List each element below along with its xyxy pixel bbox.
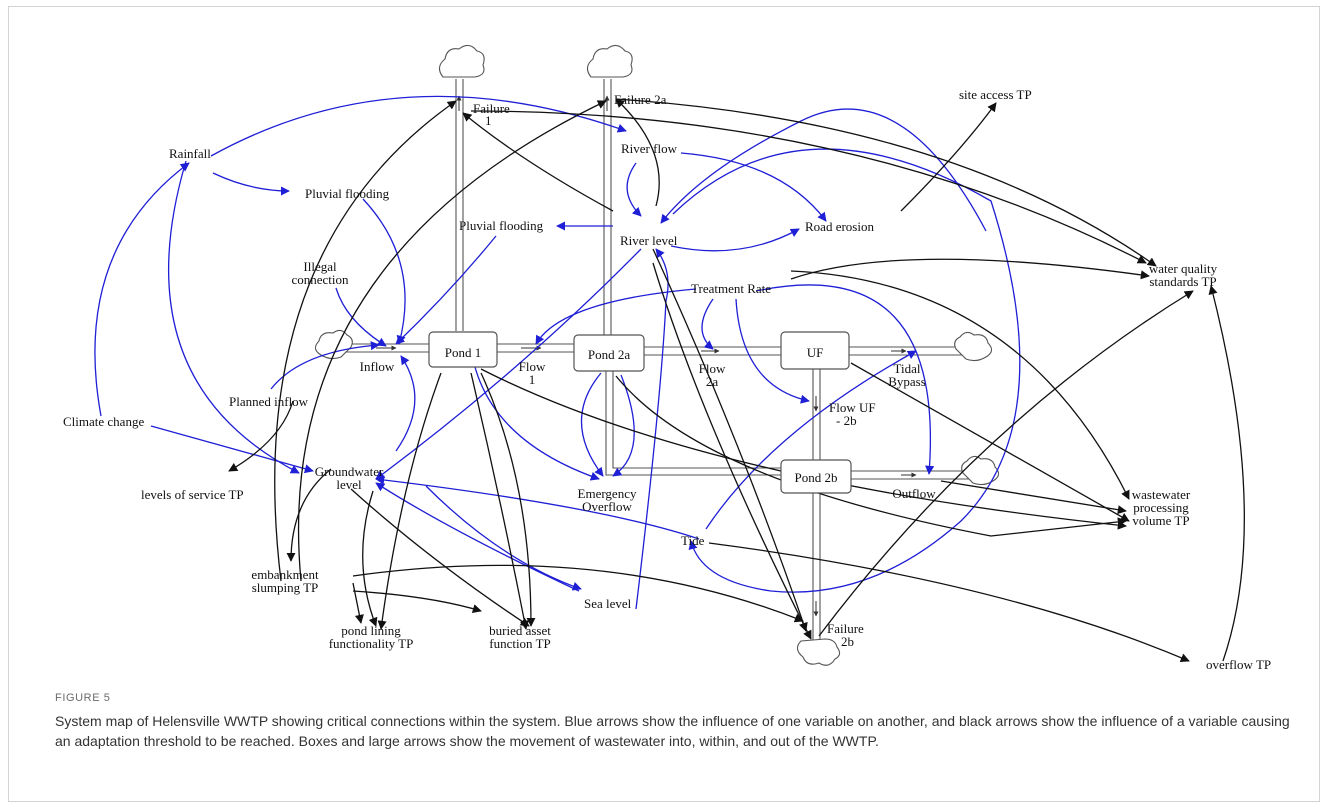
label-pluvial-flooding-1: Pluvial flooding	[305, 186, 390, 201]
label-planned-inflow: Planned inflow	[229, 394, 309, 409]
label-illegal-a: Illegal	[303, 259, 337, 274]
label-river-flow: River flow	[621, 141, 678, 156]
cloud-failure2b	[796, 638, 841, 666]
label-pond2a: Pond 2a	[588, 347, 630, 362]
cloud-tidal	[954, 331, 993, 362]
label-failure1-b: 1	[485, 113, 492, 128]
cloud-failure2a	[586, 44, 633, 78]
label-failure2b-b: 2b	[841, 634, 854, 649]
label-pond2b: Pond 2b	[795, 470, 838, 485]
figure-label: FIGURE 5	[55, 692, 111, 704]
cloud-failure1	[438, 44, 485, 78]
label-wq-b: standards TP	[1149, 274, 1216, 289]
label-emergency-b: Overflow	[582, 499, 632, 514]
label-outflow: Outflow	[892, 486, 936, 501]
label-ww-c: volume TP	[1132, 513, 1189, 528]
influence-arrows	[94, 95, 1021, 610]
label-flow1-a: Flow	[519, 359, 546, 374]
label-tidal-b: Bypass	[888, 374, 926, 389]
threshold-arrows	[228, 98, 1245, 662]
label-inflow: Inflow	[360, 359, 395, 374]
label-failure1-a: Failure	[473, 101, 510, 116]
label-pond-lining-b: functionality TP	[329, 636, 414, 651]
figure-caption: System map of Helensville WWTP showing c…	[55, 713, 1290, 749]
label-levels-of-service-tp: levels of service TP	[141, 487, 244, 502]
cloud-sources-sinks	[314, 44, 1000, 666]
label-pluvial-flooding-2: Pluvial flooding	[459, 218, 544, 233]
system-map-diagram: Pond 1 Pond 2a UF Pond 2b Failure 1 Fail…	[63, 44, 1271, 672]
label-site-access-tp: site access TP	[959, 87, 1032, 102]
label-ww-a: wastewater	[1132, 487, 1191, 502]
label-flow1-b: 1	[529, 372, 536, 387]
label-flow2a-b: 2a	[706, 374, 719, 389]
label-road-erosion: Road erosion	[805, 219, 874, 234]
stock-pond1	[428, 331, 498, 368]
label-failure2a: Failure 2a	[614, 92, 667, 107]
label-gw-a: Groundwater	[315, 464, 384, 479]
label-flowuf-b: - 2b	[836, 413, 857, 428]
label-failure2b-a: Failure	[827, 621, 864, 636]
stock-pond2b	[780, 459, 852, 494]
label-sea-level: Sea level	[584, 596, 632, 611]
figure-frame: Pond 1 Pond 2a UF Pond 2b Failure 1 Fail…	[8, 6, 1320, 802]
label-tide: Tide	[681, 533, 705, 548]
label-rainfall: Rainfall	[169, 146, 211, 161]
label-pond1: Pond 1	[445, 345, 481, 360]
label-illegal-b: connection	[291, 272, 349, 287]
label-tidal-a: Tidal	[894, 361, 921, 376]
label-pond-lining-a: pond lining	[341, 623, 401, 638]
label-buried-b: function TP	[489, 636, 551, 651]
label-buried-a: buried asset	[489, 623, 551, 638]
label-uf: UF	[807, 345, 824, 360]
cloud-outflow	[961, 455, 1000, 486]
label-emb-b: slumping TP	[252, 580, 319, 595]
label-emergency-a: Emergency	[578, 486, 637, 501]
label-overflow-tp: overflow TP	[1206, 657, 1271, 672]
stock-uf	[780, 331, 850, 370]
label-emb-a: embankment	[251, 567, 319, 582]
stock-pond2a	[573, 334, 645, 372]
diagram-labels: Pond 1 Pond 2a UF Pond 2b Failure 1 Fail…	[63, 87, 1271, 672]
label-climate-change: Climate change	[63, 414, 144, 429]
label-wq-a: water quality	[1149, 261, 1218, 276]
label-flowuf-a: Flow UF	[829, 400, 876, 415]
label-gw-b: level	[336, 477, 362, 492]
label-treatment-rate: Treatment Rate	[691, 281, 771, 296]
label-river-level: River level	[620, 233, 678, 248]
label-flow2a-a: Flow	[699, 361, 726, 376]
stock-boxes	[428, 331, 852, 494]
label-ww-b: processing	[1133, 500, 1189, 515]
